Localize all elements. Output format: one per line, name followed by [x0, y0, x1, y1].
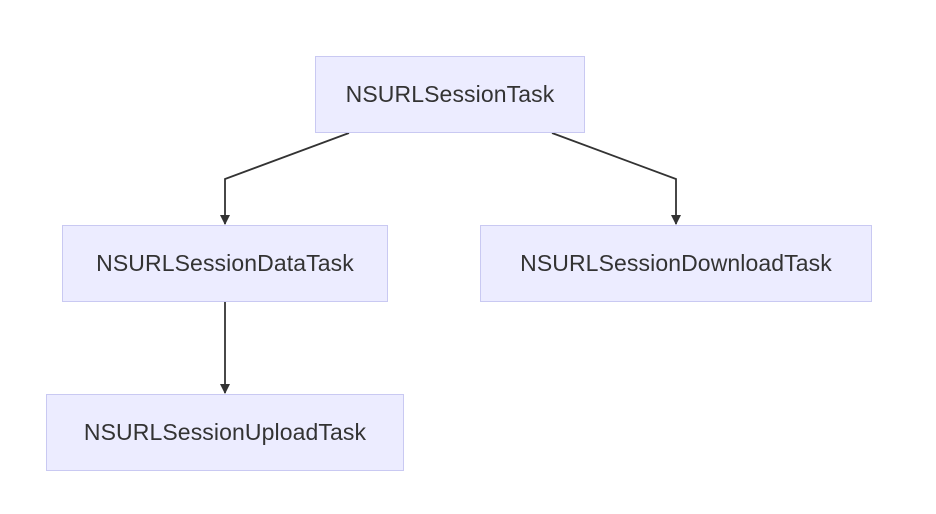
node-nsurlsessiontask: NSURLSessionTask	[315, 56, 585, 133]
node-label: NSURLSessionUploadTask	[83, 419, 367, 445]
edge-task-to-datatask	[220, 132, 350, 225]
node-nsurlsessiondatatask: NSURLSessionDataTask	[62, 225, 388, 302]
node-label: NSURLSessionTask	[345, 81, 555, 107]
edge-task-to-downloadtask	[551, 132, 681, 225]
node-nsurlsessiondownloadtask: NSURLSessionDownloadTask	[480, 225, 872, 302]
node-nsurlsessionuploadtask: NSURLSessionUploadTask	[46, 394, 404, 471]
node-label: NSURLSessionDownloadTask	[520, 250, 832, 276]
node-label: NSURLSessionDataTask	[96, 250, 354, 276]
